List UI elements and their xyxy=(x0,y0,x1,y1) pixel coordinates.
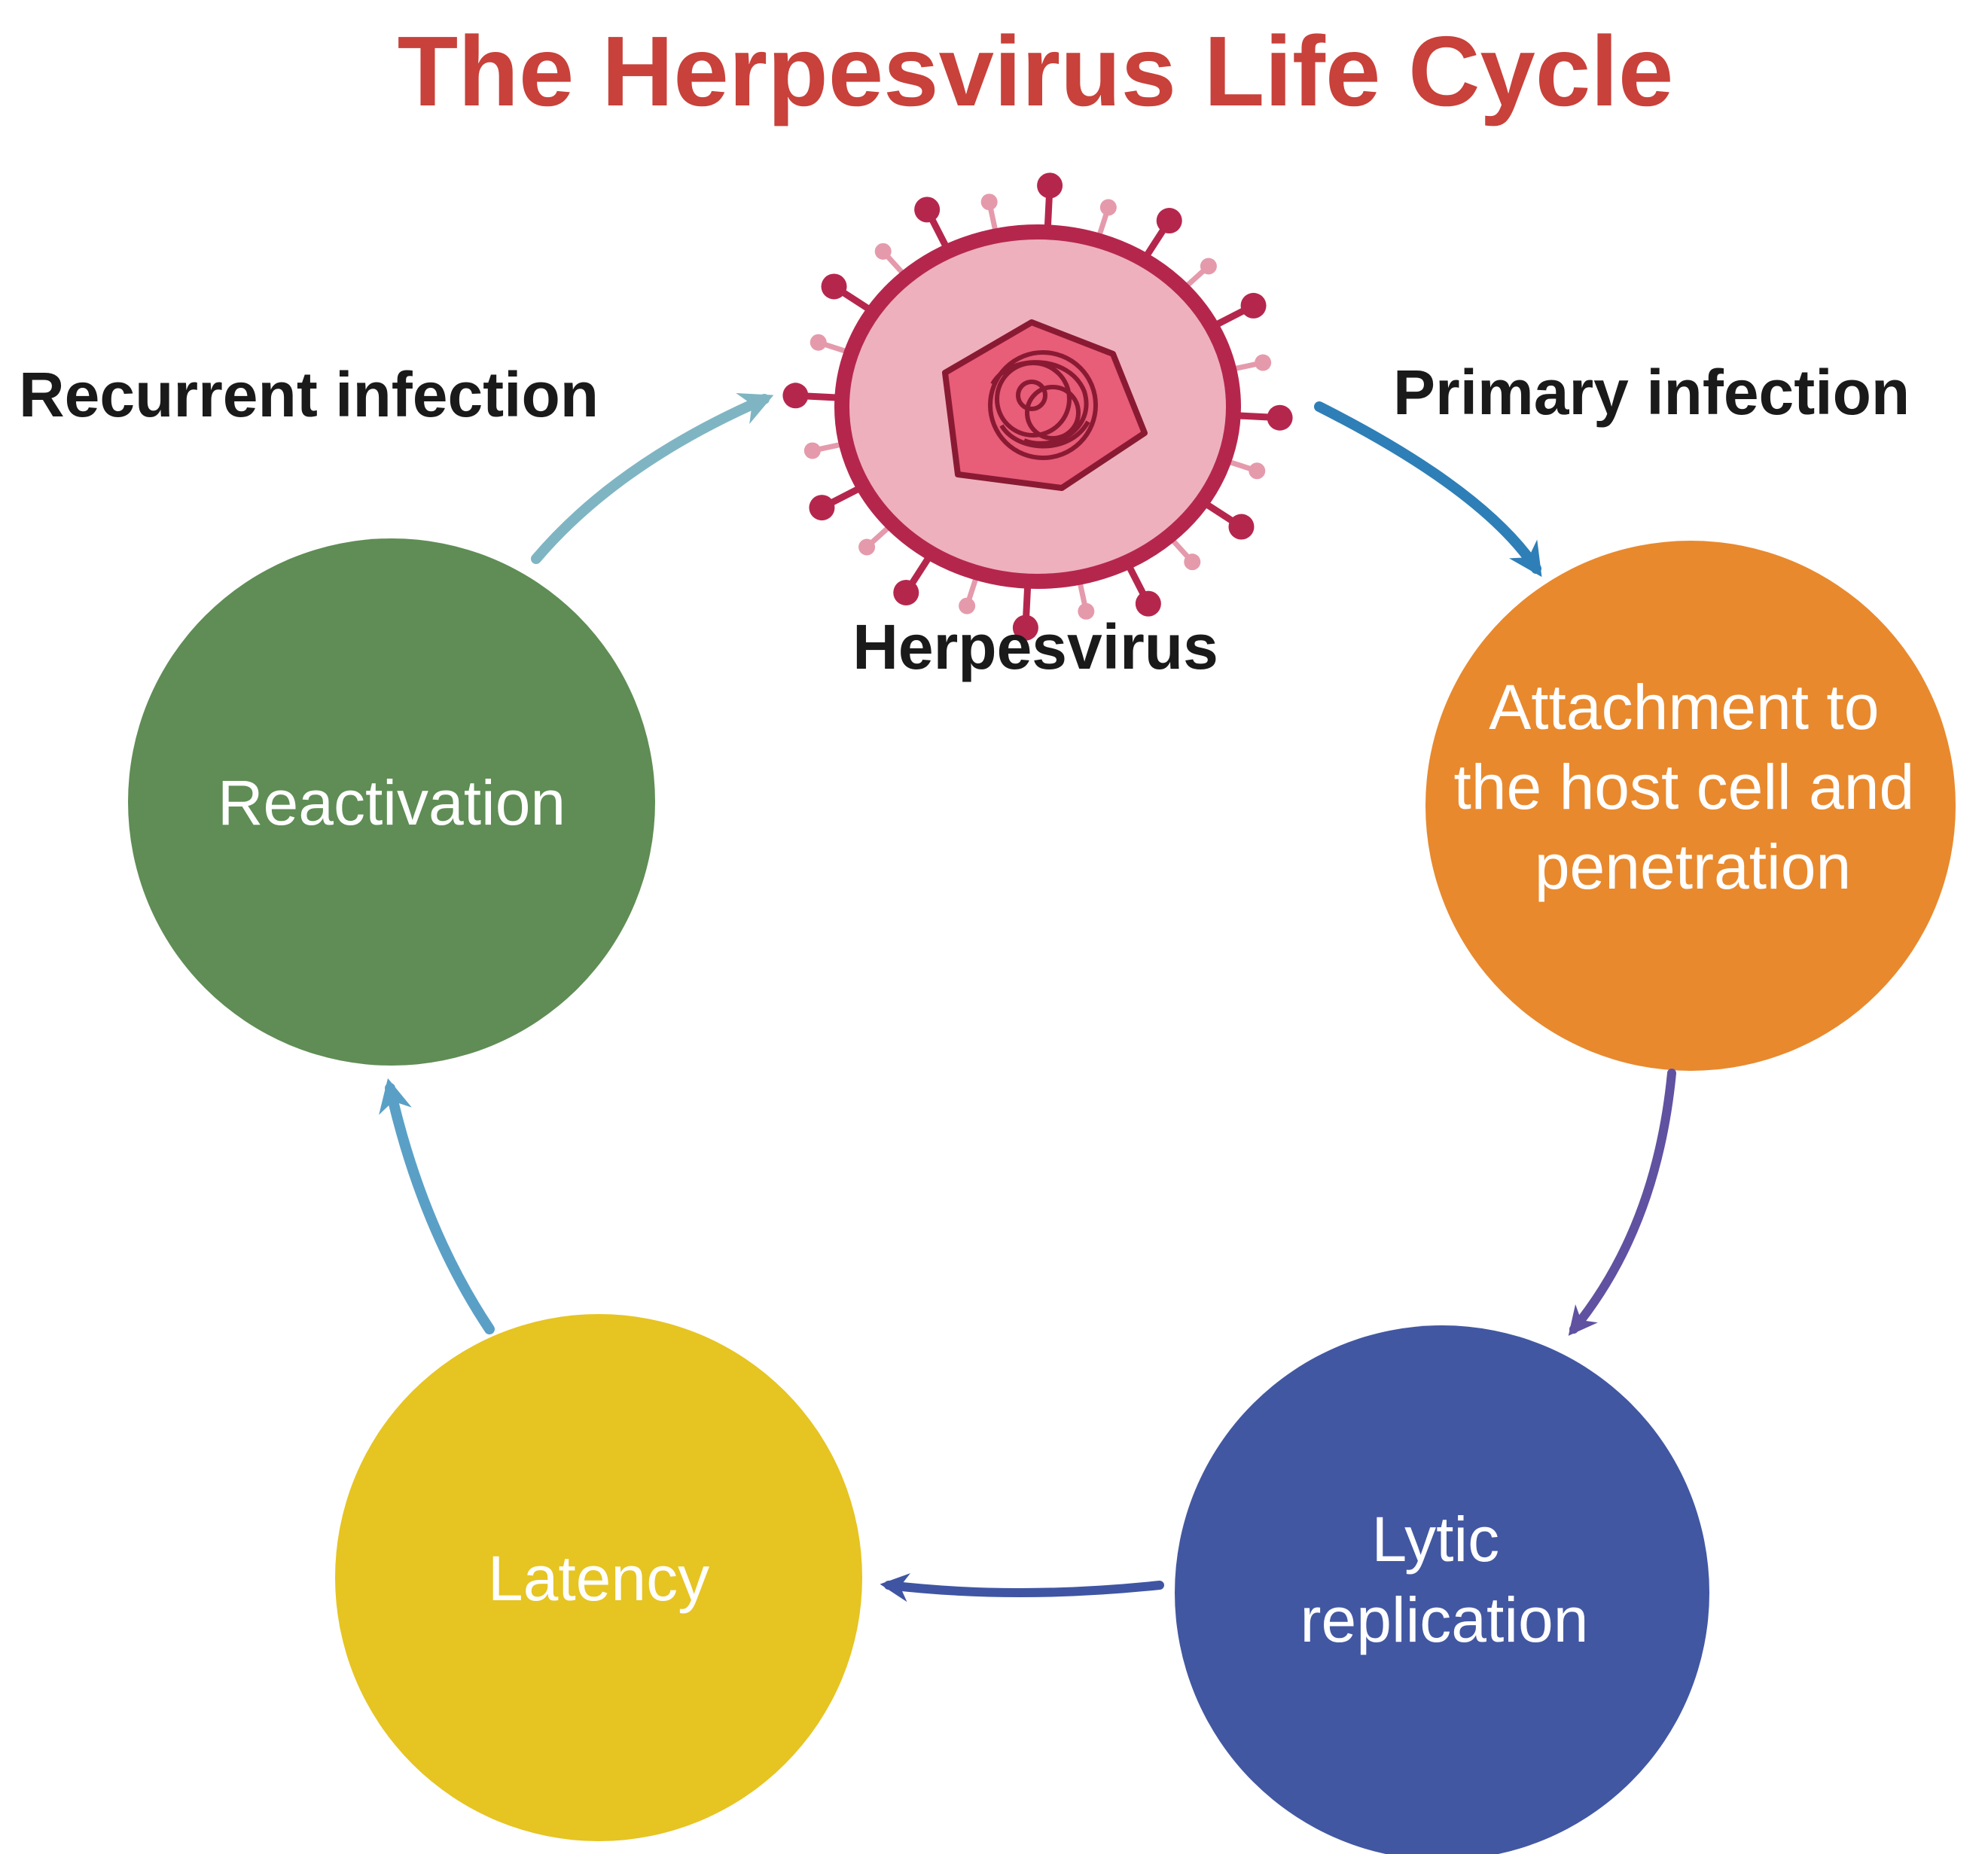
attachment-line-1: Attachment to xyxy=(1489,672,1879,743)
virus-spike-knob xyxy=(782,383,809,409)
virus-spike-knob xyxy=(1012,614,1038,641)
arrow-recurrent-infection xyxy=(531,393,774,564)
arrow-primary-infection xyxy=(1314,401,1542,578)
virus-spike-knob xyxy=(1135,590,1161,617)
virus-spike-knob xyxy=(1078,602,1095,620)
stage-attachment-circle xyxy=(1425,541,1956,1071)
virus-spike-knob xyxy=(914,197,941,223)
primary-infection-label: Primary infection xyxy=(1393,357,1910,428)
lytic-line-2: replication xyxy=(1300,1584,1589,1655)
attachment-line-3: penetration xyxy=(1535,831,1851,902)
reactivation-line-1: Reactivation xyxy=(218,767,566,838)
viral-dna-coil xyxy=(988,350,1098,460)
stage-lytic-circle xyxy=(1175,1325,1709,1854)
virus-spike-knob xyxy=(803,442,821,459)
virus-spike-knob xyxy=(893,579,919,605)
arrow-latency-to-reactivation xyxy=(379,1078,495,1334)
virus-spike-knob xyxy=(959,597,976,614)
virus-spike-knob xyxy=(809,495,835,521)
herpesvirus-icon xyxy=(782,172,1293,641)
virus-spike-knob xyxy=(1099,199,1117,216)
diagram-title: The Herpesvirus Life Cycle xyxy=(398,16,1674,127)
lytic-line-1: Lytic xyxy=(1372,1504,1500,1575)
latency-line-1: Latency xyxy=(488,1543,709,1614)
attachment-line-2: the host cell and xyxy=(1453,752,1914,822)
stage-reactivation-circle xyxy=(128,538,655,1066)
herpesvirus-label: Herpesvirus xyxy=(852,611,1218,682)
stage-reactivation-label: Reactivation xyxy=(218,767,566,838)
virus-spike-knob xyxy=(1228,514,1255,540)
virus-spike-knob xyxy=(1240,292,1267,319)
virus-spike-knob xyxy=(1156,208,1182,234)
virus-spikes xyxy=(782,172,1293,641)
virus-spike-knob xyxy=(874,242,892,260)
virus-spike-knob xyxy=(1200,258,1217,275)
stage-latency-label: Latency xyxy=(488,1543,709,1614)
virus-spike-knob xyxy=(858,538,876,556)
virus-spike-knob xyxy=(1184,553,1201,571)
arrow-lytic-to-latency xyxy=(880,1573,1164,1602)
stage-lytic-label: Lytic replication xyxy=(1300,1504,1589,1655)
virus-spike-knob xyxy=(1037,172,1063,199)
virus-capsid xyxy=(942,319,1148,491)
virus-spike-knob xyxy=(821,273,847,300)
stage-attachment-label: Attachment to the host cell and penetrat… xyxy=(1453,672,1932,902)
stage-latency-circle xyxy=(335,1314,862,1841)
virus-spike-knob xyxy=(1267,404,1293,431)
virus-spike-knob xyxy=(1249,462,1266,480)
virus-spike-knob xyxy=(980,194,998,211)
virus-spike-knob xyxy=(1255,354,1272,371)
recurrent-infection-label: Recurrent infection xyxy=(19,359,599,430)
virus-spike-knob xyxy=(810,334,827,351)
arrow-attachment-to-lytic xyxy=(1568,1069,1676,1336)
